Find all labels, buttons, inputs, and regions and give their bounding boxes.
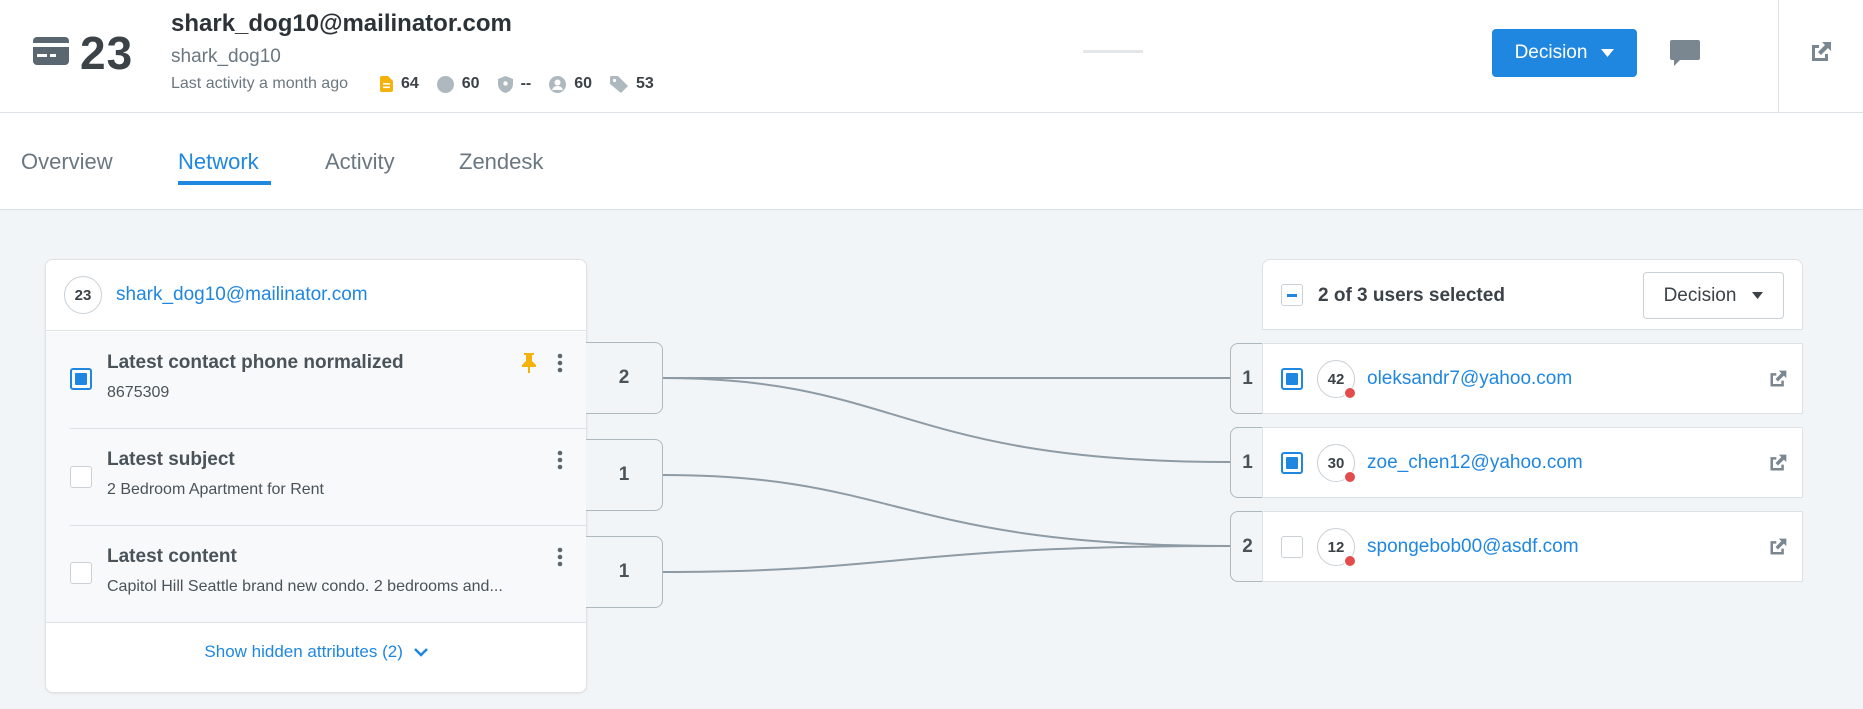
tab-overview[interactable]: Overview xyxy=(21,149,113,174)
header-separator xyxy=(1778,0,1779,113)
selection-count: 2 of 3 users selected xyxy=(1318,285,1505,306)
tag-icon xyxy=(610,75,629,93)
attribute-title: Latest contact phone normalized xyxy=(107,352,404,373)
comment-icon[interactable] xyxy=(1670,40,1700,67)
user-score: 23 xyxy=(80,27,134,79)
user-email-link[interactable]: shark_dog10@mailinator.com xyxy=(116,284,368,305)
risk-indicator xyxy=(1344,387,1356,399)
chevron-down-icon xyxy=(413,647,428,657)
pin-icon[interactable] xyxy=(522,353,536,373)
show-hidden-attributes-link[interactable]: Show hidden attributes (2) xyxy=(46,642,586,662)
attribute-row: Latest subject 2 Bedroom Apartment for R… xyxy=(46,429,586,526)
linked-user-row: 1 42 oleksandr7@yahoo.com xyxy=(1230,343,1803,414)
attribute-row: Latest contact phone normalized 8675309 xyxy=(46,332,586,429)
stat-user: 60 xyxy=(549,75,592,93)
attributes-panel: 23 shark_dog10@mailinator.com Latest con… xyxy=(45,259,587,693)
row-divider xyxy=(46,622,586,623)
attribute-checkbox[interactable] xyxy=(70,466,92,488)
user-circle-icon xyxy=(549,75,567,93)
user-match-count: 2 xyxy=(1230,511,1264,582)
chevron-down-icon xyxy=(1752,292,1764,299)
user-email-link[interactable]: oleksandr7@yahoo.com xyxy=(1367,368,1573,389)
row-divider xyxy=(70,525,586,526)
external-link-icon[interactable] xyxy=(1768,537,1788,557)
external-link-icon[interactable] xyxy=(1768,369,1788,389)
user-email-link[interactable]: spongebob00@asdf.com xyxy=(1367,536,1579,557)
user-card: 12 spongebob00@asdf.com xyxy=(1262,511,1803,582)
user-score-badge: 12 xyxy=(1317,528,1356,567)
more-options-icon[interactable] xyxy=(557,547,563,567)
credit-card-icon xyxy=(33,37,69,65)
attribute-value: 8675309 xyxy=(107,384,170,401)
user-checkbox[interactable] xyxy=(1281,368,1303,390)
attribute-match-count: 1 xyxy=(586,439,663,511)
attribute-title: Latest content xyxy=(107,546,237,567)
user-email-link[interactable]: zoe_chen12@yahoo.com xyxy=(1367,452,1583,473)
user-score-badge: 42 xyxy=(1317,360,1356,399)
stat-circle: 60 xyxy=(436,75,480,93)
user-meta: Last activity a month ago 64 60 -- 60 53 xyxy=(171,75,654,93)
chevron-down-icon xyxy=(1601,49,1615,57)
user-email-title: shark_dog10@mailinator.com xyxy=(171,10,512,37)
decision-dropdown-button[interactable]: Decision xyxy=(1492,29,1637,77)
link-line xyxy=(662,377,1231,463)
select-all-checkbox[interactable] xyxy=(1281,284,1303,306)
stat-shield: -- xyxy=(497,75,531,93)
tab-zendesk[interactable]: Zendesk xyxy=(459,149,544,174)
selection-header: 2 of 3 users selected Decision xyxy=(1262,259,1803,330)
attribute-match-count: 1 xyxy=(586,536,663,608)
username: shark_dog10 xyxy=(171,46,281,67)
user-checkbox[interactable] xyxy=(1281,536,1303,558)
user-checkbox[interactable] xyxy=(1281,452,1303,474)
link-line xyxy=(662,474,1231,547)
user-score-badge: 23 xyxy=(64,276,102,314)
user-score-badge: 30 xyxy=(1317,444,1356,483)
row-divider xyxy=(70,428,586,429)
attribute-value: Capitol Hill Seattle brand new condo. 2 … xyxy=(107,578,503,595)
circle-icon xyxy=(436,75,454,93)
user-card: 42 oleksandr7@yahoo.com xyxy=(1262,343,1803,414)
user-match-count: 1 xyxy=(1230,343,1264,414)
user-card: 30 zoe_chen12@yahoo.com xyxy=(1262,427,1803,498)
attribute-checkbox[interactable] xyxy=(70,368,92,390)
attribute-checkbox[interactable] xyxy=(70,562,92,584)
tab-activity[interactable]: Activity xyxy=(325,149,395,174)
tab-network[interactable]: Network xyxy=(178,149,259,174)
tab-bar: Overview Network Activity Zendesk xyxy=(0,113,1863,210)
stat-documents: 64 xyxy=(379,75,419,93)
link-line xyxy=(662,545,1231,573)
external-link-icon[interactable] xyxy=(1768,453,1788,473)
attribute-match-count: 2 xyxy=(586,342,663,414)
document-icon xyxy=(379,76,393,92)
risk-indicator xyxy=(1344,471,1356,483)
attributes-panel-header: 23 shark_dog10@mailinator.com xyxy=(46,260,586,331)
user-match-count: 1 xyxy=(1230,427,1264,498)
external-link-icon[interactable] xyxy=(1809,40,1833,64)
header-divider xyxy=(1083,50,1143,53)
stat-tag: 53 xyxy=(610,75,654,93)
linked-user-row: 2 12 spongebob00@asdf.com xyxy=(1230,511,1803,582)
attribute-row: Latest content Capitol Hill Seattle bran… xyxy=(46,526,586,623)
bulk-decision-dropdown[interactable]: Decision xyxy=(1643,272,1784,319)
risk-indicator xyxy=(1344,555,1356,567)
more-options-icon[interactable] xyxy=(557,450,563,470)
shield-icon xyxy=(497,75,513,93)
attribute-title: Latest subject xyxy=(107,449,235,470)
user-header: 23 shark_dog10@mailinator.com shark_dog1… xyxy=(0,0,1863,113)
active-tab-indicator xyxy=(178,181,271,185)
linked-user-row: 1 30 zoe_chen12@yahoo.com xyxy=(1230,427,1803,498)
attribute-value: 2 Bedroom Apartment for Rent xyxy=(107,481,324,498)
last-activity: Last activity a month ago xyxy=(171,75,348,92)
more-options-icon[interactable] xyxy=(557,353,563,373)
